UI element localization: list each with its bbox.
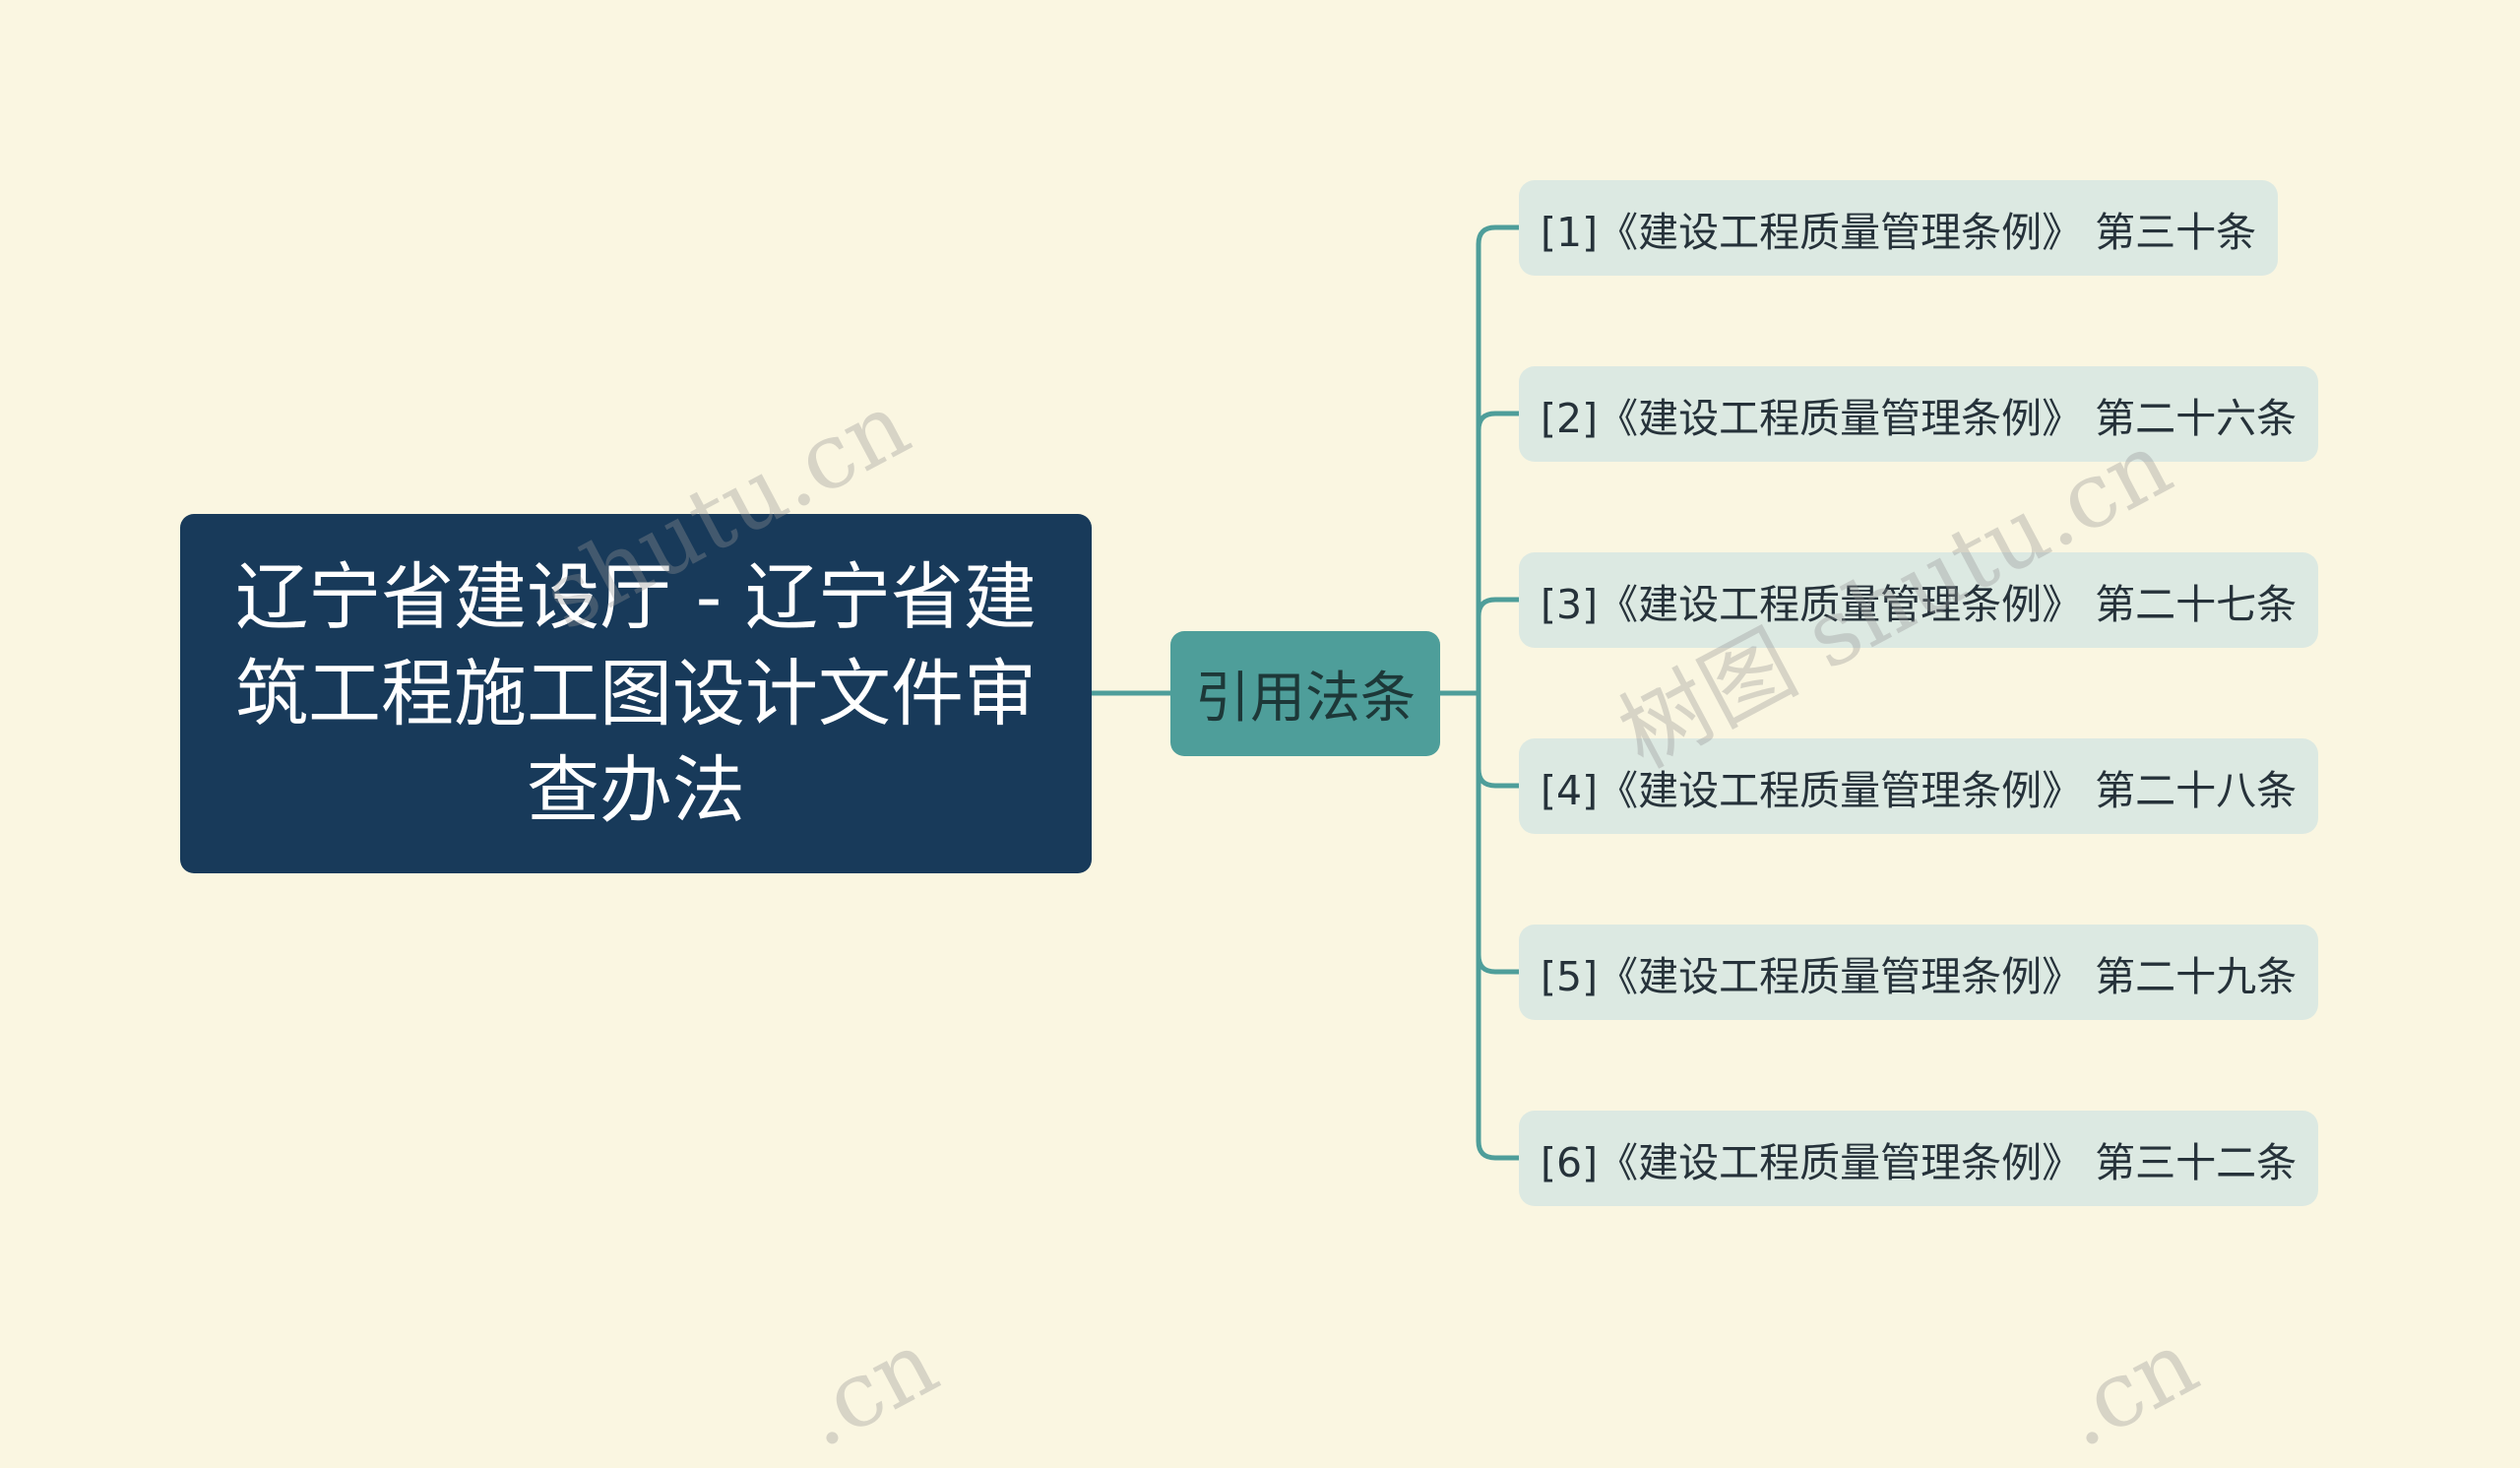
root-node[interactable]: 辽宁省建设厅 - 辽宁省建筑工程施工图设计文件审查办法 — [180, 514, 1092, 873]
leaf-node[interactable]: [5]《建设工程质量管理条例》 第二十九条 — [1519, 925, 2319, 1020]
leaf-node[interactable]: [1]《建设工程质量管理条例》 第三十条 — [1519, 180, 2279, 276]
leaf-node-label: [5]《建设工程质量管理条例》 第二十九条 — [1541, 952, 2298, 1000]
leaf-connector-1 — [1476, 224, 1522, 696]
leaf-connector-6 — [1476, 690, 1522, 1161]
mind-map-canvas: 辽宁省建设厅 - 辽宁省建筑工程施工图设计文件审查办法 引用法条 [1]《建设工… — [180, 180, 2319, 1468]
leaf-connector-5 — [1476, 690, 1522, 975]
leaf-node-label: [4]《建设工程质量管理条例》 第二十八条 — [1541, 766, 2298, 814]
leaf-connector-2 — [1476, 411, 1522, 696]
leaf-connector-3 — [1476, 597, 1522, 696]
leaf-node[interactable]: [2]《建设工程质量管理条例》 第二十六条 — [1519, 366, 2319, 462]
leaf-node-label: [3]《建设工程质量管理条例》 第二十七条 — [1541, 580, 2298, 628]
connector-lines — [1089, 224, 1522, 1161]
branch-node[interactable]: 引用法条 — [1170, 631, 1440, 756]
leaf-node-label: [6]《建设工程质量管理条例》 第三十二条 — [1541, 1138, 2298, 1186]
leaf-node-label: [2]《建设工程质量管理条例》 第二十六条 — [1541, 394, 2298, 442]
leaf-node-label: [1]《建设工程质量管理条例》 第三十条 — [1541, 208, 2257, 256]
root-node-label: 辽宁省建设厅 - 辽宁省建筑工程施工图设计文件审查办法 — [235, 554, 1037, 833]
leaf-node[interactable]: [3]《建设工程质量管理条例》 第二十七条 — [1519, 552, 2319, 648]
branch-node-label: 引用法条 — [1195, 667, 1416, 731]
leaf-node[interactable]: [4]《建设工程质量管理条例》 第二十八条 — [1519, 738, 2319, 834]
leaf-node[interactable]: [6]《建设工程质量管理条例》 第三十二条 — [1519, 1111, 2319, 1206]
leaf-connector-4 — [1476, 690, 1522, 789]
